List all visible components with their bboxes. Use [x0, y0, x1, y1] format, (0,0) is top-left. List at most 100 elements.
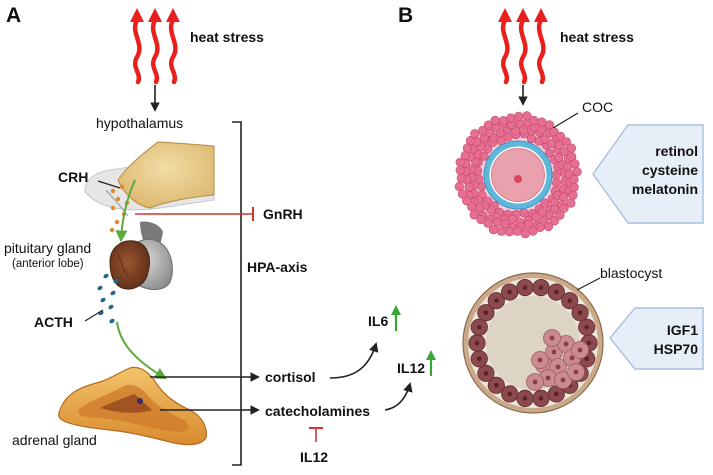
hypothalamus-illustration: [84, 141, 215, 217]
cumulus-cell: [528, 226, 538, 236]
coc-callout-item: cysteine: [641, 162, 698, 178]
il6-up-arrow: [391, 305, 401, 331]
pituitary-label: pituitary gland: [4, 240, 92, 256]
blastocyst-callout-box: [609, 307, 704, 370]
il12-up-arrow: [426, 350, 436, 376]
heat-stress-icon-a: [132, 17, 178, 85]
cumulus-cell: [488, 225, 499, 235]
cumulus-cell: [572, 167, 582, 177]
blastocyst-label: blastocyst: [600, 265, 663, 281]
cumulus-cell: [543, 221, 554, 232]
cumulus-cell: [504, 227, 515, 237]
cumulus-cell: [561, 137, 571, 147]
crh-label: CRH: [58, 169, 89, 185]
cumulus-cell: [470, 129, 480, 139]
adrenal-label: adrenal gland: [12, 432, 97, 448]
coc-illustration: [454, 111, 582, 239]
heat-arrowheads-b: [498, 8, 548, 22]
acth-green-arrow: [116, 321, 168, 380]
cumulus-cell: [569, 182, 579, 192]
panel-label-a: A: [6, 4, 22, 27]
coc-callout-box: [592, 124, 704, 224]
cumulus-cell: [559, 192, 569, 202]
catecholamines-label: catecholamines: [265, 403, 371, 419]
cumulus-cell: [454, 181, 464, 192]
acth-label: ACTH: [34, 314, 73, 330]
coc-callout-text: retinol cysteine melatonin: [622, 142, 698, 199]
cumulus-cell: [555, 131, 566, 141]
cumulus-cell: [570, 159, 580, 169]
coc-callout-item: melatonin: [631, 181, 698, 197]
cumulus-cell: [549, 204, 560, 214]
cumulus-cell: [566, 198, 576, 208]
heat-stress-icon-b: [500, 17, 546, 85]
cumulus-cell: [555, 210, 565, 220]
coc-leader: [552, 112, 579, 129]
panel-label-b: B: [398, 4, 414, 27]
gnrh-label: GnRH: [263, 206, 303, 222]
cumulus-cell: [520, 229, 530, 239]
hypothalamus-label: hypothalamus: [96, 115, 184, 131]
cortisol-to-il6-arrow: [329, 342, 379, 379]
cumulus-cell: [496, 226, 507, 236]
cumulus-cell: [551, 178, 562, 188]
coc-callout-item: retinol: [655, 143, 698, 159]
cumulus-cell: [566, 143, 577, 153]
blastocyst-callout-text: IGF1 HSP70: [640, 321, 698, 359]
blastocyst-leader: [576, 277, 601, 291]
crh-green-arrow: [115, 179, 136, 243]
cumulus-cell: [469, 210, 479, 220]
heat-arrowheads-a: [130, 8, 180, 22]
acth-dots: [97, 273, 119, 324]
blastocyst-callout-item: IGF1: [666, 322, 698, 338]
cumulus-cell: [522, 111, 532, 121]
hpa-axis-label: HPA-axis: [247, 259, 308, 275]
il12-up-label: IL12: [397, 360, 426, 376]
cumulus-cell: [476, 214, 486, 225]
cumulus-cell: [540, 198, 550, 208]
heat-stress-label-a: heat stress: [190, 29, 264, 45]
crh-leader: [97, 180, 121, 189]
blastocyst-illustration: [462, 272, 604, 414]
cumulus-cell: [559, 203, 569, 213]
cumulus-cell: [465, 136, 476, 146]
cumulus-cell: [544, 120, 555, 130]
cumulus-cell: [490, 115, 500, 125]
coc-label: COC: [582, 99, 614, 115]
cumulus-cell: [478, 125, 488, 136]
cumulus-cell: [544, 148, 555, 158]
heat-stress-label-b: heat stress: [560, 29, 634, 45]
cumulus-cell: [540, 134, 550, 144]
cumulus-cell: [512, 226, 522, 236]
cumulus-cell: [537, 207, 547, 217]
hpa-bracket: [232, 121, 242, 466]
cumulus-cell: [506, 113, 516, 123]
cumulus-cell: [519, 208, 529, 218]
cumulus-cell: [500, 219, 510, 229]
adrenal-illustration: [58, 366, 207, 446]
catecholamines-to-il12-arrow: [384, 382, 413, 411]
cumulus-cell: [467, 202, 477, 212]
il12-down-label: IL12: [300, 449, 329, 465]
cumulus-cell: [455, 157, 465, 167]
cumulus-cell: [462, 196, 472, 206]
cumulus-cell: [568, 190, 578, 200]
cumulus-cell: [549, 216, 560, 226]
cumulus-cell: [483, 120, 494, 130]
il6-label: IL6: [368, 313, 389, 329]
cumulus-cell: [551, 170, 561, 180]
pituitary-illustration: [109, 221, 173, 290]
blastocyst-callout-item: HSP70: [653, 341, 698, 357]
cumulus-cell: [569, 174, 579, 185]
cumulus-cell: [455, 165, 465, 175]
cumulus-cell: [514, 111, 524, 121]
cumulus-cell: [526, 134, 537, 144]
pituitary-sublabel: (anterior lobe): [12, 258, 84, 270]
cumulus-cell: [486, 205, 496, 215]
cortisol-label: cortisol: [265, 369, 316, 385]
cumulus-cell: [529, 115, 539, 126]
cumulus-cell: [503, 132, 513, 142]
cumulus-cell: [456, 173, 466, 183]
acth-leader: [84, 309, 104, 322]
